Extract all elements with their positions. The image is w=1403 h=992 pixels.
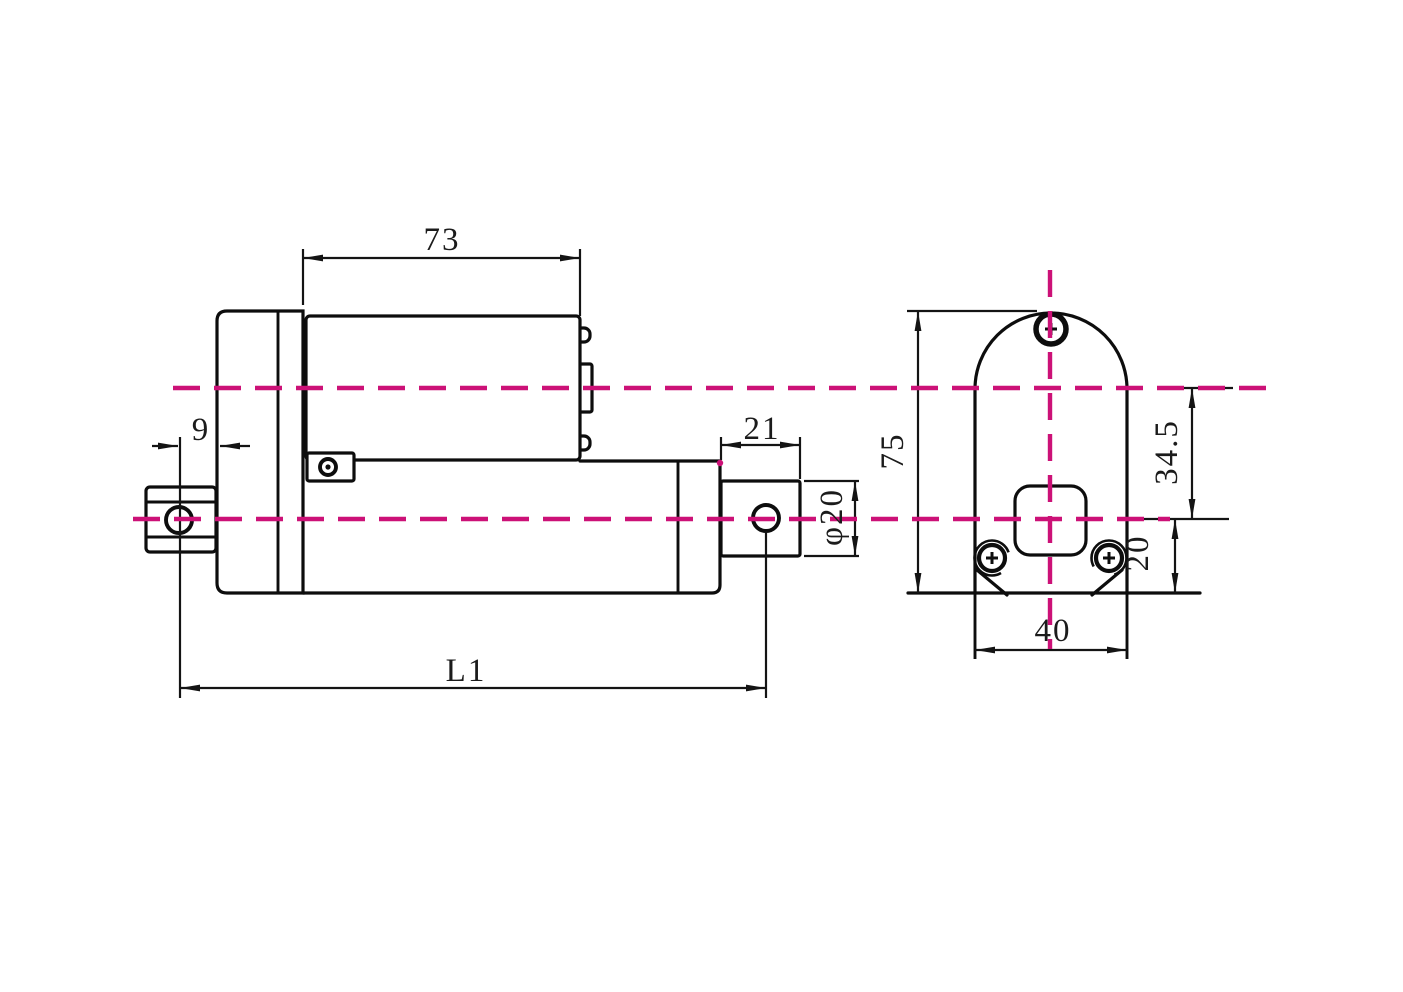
snap-dot	[716, 459, 724, 467]
actuator-tube	[301, 459, 722, 595]
end-view	[906, 311, 1202, 659]
label-body-width: 40	[1035, 613, 1072, 649]
label-rod-end-length: 21	[744, 411, 781, 447]
side-view	[144, 309, 802, 595]
label-axis-to-hole: 34.5	[1149, 419, 1185, 485]
bottom-right-screw-icon	[1090, 539, 1128, 577]
label-rod-end-diameter: φ20	[814, 488, 850, 546]
dimension-labels: 73 9 21 φ20 L1 75 34.5 20 40	[192, 222, 1185, 689]
centerlines	[133, 270, 1268, 649]
label-hole-to-base: 20	[1120, 535, 1156, 572]
gear-housing	[215, 309, 305, 595]
right-chamfer-line	[1090, 568, 1124, 597]
mounting-lug	[305, 451, 356, 483]
dim-rear-clevis-offset	[152, 437, 250, 698]
dim-body-height	[907, 309, 1037, 593]
label-motor-length: 73	[424, 222, 461, 258]
dim-motor-length	[301, 249, 582, 316]
label-body-height: 75	[875, 433, 911, 470]
label-rear-offset: 9	[192, 412, 211, 448]
bottom-left-screw-icon	[973, 539, 1011, 577]
label-hole-to-hole: L1	[446, 653, 487, 689]
left-chamfer-line	[975, 568, 1009, 597]
dim-hole-to-hole	[180, 531, 768, 698]
dim-rod-end-length	[719, 437, 802, 479]
